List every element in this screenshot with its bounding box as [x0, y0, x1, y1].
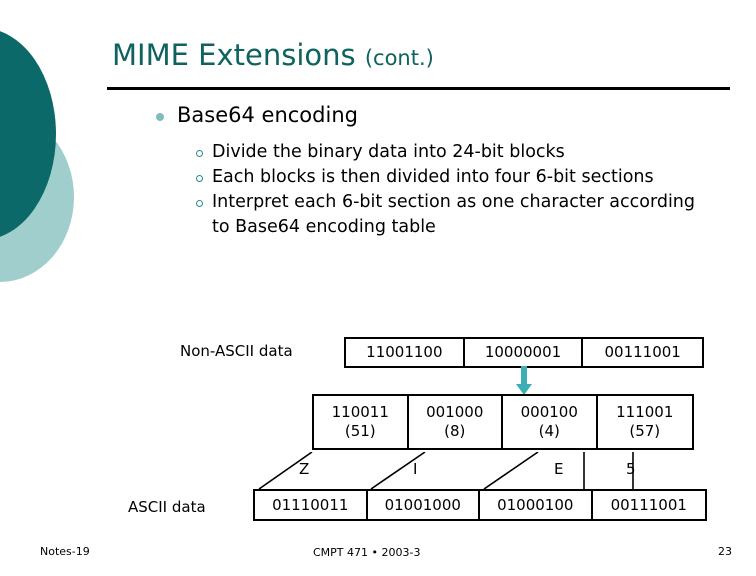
list-item: Each blocks is then divided into four 6-…: [196, 165, 696, 190]
footer-notes-label: Notes-19: [40, 545, 90, 558]
base64-char: Z: [299, 460, 310, 478]
table-cell: 001000 (8): [409, 396, 503, 448]
ascii-row-label: ASCII data: [128, 498, 206, 516]
base64-char: E: [554, 460, 564, 478]
sixbit-bits: 001000: [426, 403, 484, 421]
bullet-circle-icon: [196, 150, 203, 157]
base64-char: I: [413, 460, 418, 478]
list-item: Divide the binary data into 24-bit block…: [196, 140, 696, 165]
sixbit-value: (51): [344, 422, 376, 440]
down-arrow-icon: [516, 366, 532, 395]
title-divider: [107, 87, 730, 90]
sixbit-bits: 110011: [331, 403, 389, 421]
sixbit-group-row: 110011 (51) 001000 (8) 000100 (4) 111001…: [312, 394, 694, 450]
table-cell: 01000100: [480, 491, 593, 519]
sixbit-bits: 111001: [616, 403, 674, 421]
ascii-byte-row: 01110011 01001000 01000100 00111001: [253, 489, 707, 521]
bullet-circle-icon: [196, 175, 203, 182]
page-title-cont: (cont.): [364, 46, 434, 70]
nonascii-byte-row: 11001100 10000001 00111001: [344, 337, 704, 368]
sixbit-value: (57): [629, 422, 661, 440]
table-cell: 10000001: [465, 339, 584, 366]
table-cell: 01110011: [255, 491, 368, 519]
bullet-heading-label: Base64 encoding: [177, 103, 358, 127]
table-cell: 00111001: [610, 495, 687, 514]
page-title-main: MIME Extensions: [112, 38, 365, 72]
list-item-label: Interpret each 6-bit section as one char…: [212, 192, 696, 237]
list-item-label: Each blocks is then divided into four 6-…: [212, 167, 654, 187]
sixbit-value: (8): [444, 422, 466, 440]
footer-course-label: CMPT 471 • 2003-3: [313, 546, 421, 559]
list-item-label: Divide the binary data into 24-bit block…: [212, 142, 565, 162]
table-cell: 01001000: [368, 491, 480, 519]
table-cell: 00111001: [604, 343, 681, 361]
nonascii-row-label: Non-ASCII data: [180, 342, 293, 360]
footer-page-number: 23: [718, 545, 732, 558]
table-cell: 11001100: [346, 339, 465, 366]
sixbit-value: (4): [538, 422, 560, 440]
bullet-circle-icon: [196, 200, 203, 207]
page-title: MIME Extensions (cont.): [112, 38, 434, 75]
sixbit-bits: 000100: [520, 403, 578, 421]
bullet-square-icon: [156, 113, 164, 121]
sub-bullet-list: Divide the binary data into 24-bit block…: [196, 140, 696, 240]
table-cell: 110011 (51): [314, 396, 409, 448]
character-band: Z I E 5: [253, 452, 707, 489]
base64-char: 5: [626, 460, 636, 478]
table-cell: 111001 (57): [598, 396, 692, 448]
table-cell: 000100 (4): [503, 396, 598, 448]
connector-lines: [258, 452, 634, 489]
bullet-heading: Base64 encoding: [156, 102, 358, 129]
list-item: Interpret each 6-bit section as one char…: [196, 190, 696, 240]
